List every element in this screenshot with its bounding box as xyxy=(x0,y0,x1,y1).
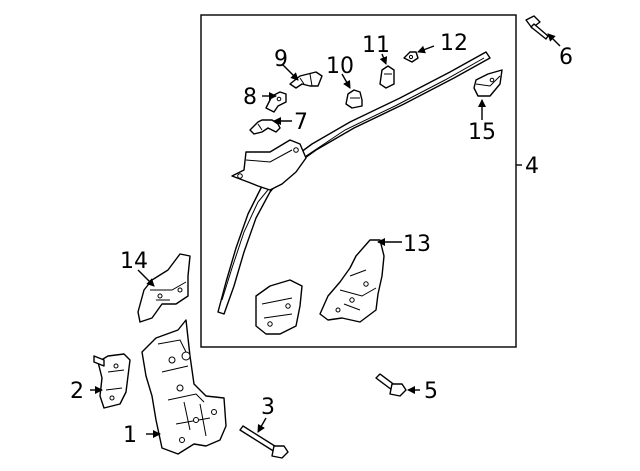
clip-11 xyxy=(379,65,395,89)
lower-pillar-piece xyxy=(255,279,303,335)
pillar-bracket xyxy=(231,139,307,191)
bracket-8 xyxy=(265,91,287,113)
callout-13: 13 xyxy=(403,232,431,257)
leader-11 xyxy=(379,53,388,65)
bracket-2 xyxy=(93,353,131,409)
clip-10 xyxy=(345,89,363,109)
callout-12: 12 xyxy=(440,31,468,56)
bolt-3 xyxy=(239,425,289,459)
bolt-6 xyxy=(525,15,549,40)
clip-12 xyxy=(403,51,419,63)
bolt-5 xyxy=(375,373,407,397)
panel-13 xyxy=(319,239,385,323)
leader-3 xyxy=(257,417,267,433)
callout-11: 11 xyxy=(362,33,390,58)
leader-10 xyxy=(341,73,351,89)
callout-1: 1 xyxy=(123,423,137,448)
clip-7 xyxy=(249,119,281,135)
leader-6 xyxy=(547,33,561,47)
bracket-15 xyxy=(473,69,503,97)
leader-9 xyxy=(281,63,299,81)
callout-15: 15 xyxy=(468,120,496,145)
callout-2: 2 xyxy=(70,379,84,404)
callout-14: 14 xyxy=(120,249,148,274)
callout-4: 4 xyxy=(525,154,539,179)
callout-5: 5 xyxy=(424,379,438,404)
callout-8: 8 xyxy=(243,85,257,110)
callout-7: 7 xyxy=(294,110,308,135)
callout-9: 9 xyxy=(274,47,288,72)
leader-14 xyxy=(137,269,155,287)
callout-10: 10 xyxy=(326,54,354,79)
pillar-panel-1 xyxy=(141,319,227,455)
assembly-frame xyxy=(200,14,517,348)
leader-12 xyxy=(417,45,435,54)
callout-3: 3 xyxy=(261,395,275,420)
callout-6: 6 xyxy=(559,45,573,70)
bracket-9 xyxy=(289,71,323,89)
